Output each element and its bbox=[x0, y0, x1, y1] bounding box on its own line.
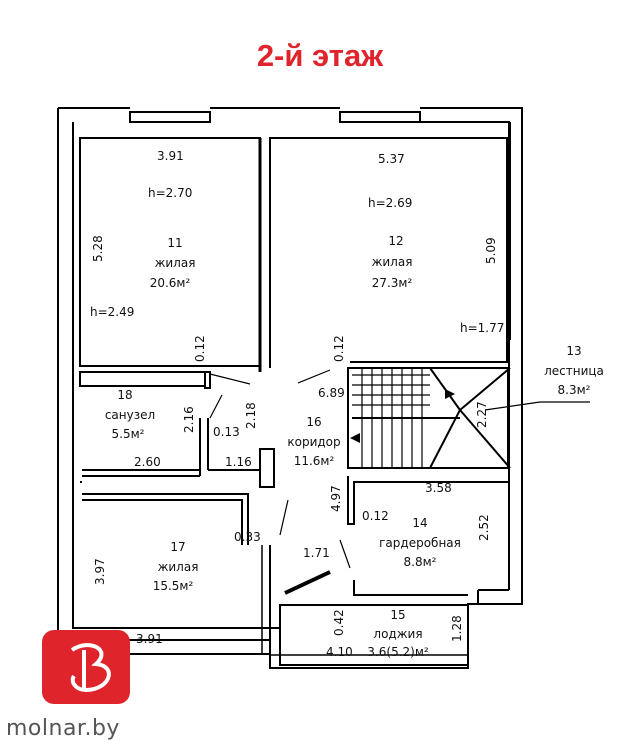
dim-r12-height: h=2.69 bbox=[368, 196, 412, 210]
room-13-type: лестница bbox=[544, 364, 604, 378]
room-15-type: лоджия bbox=[373, 627, 422, 641]
room-15-area: 3.6(5.2)м² bbox=[367, 645, 429, 659]
room-11-outline bbox=[79, 137, 261, 367]
dim-stair-width: 2.27 bbox=[475, 401, 489, 428]
dim-r11-side: 5.28 bbox=[91, 235, 105, 262]
stair-outline bbox=[347, 367, 509, 469]
dim-r18-width: 2.60 bbox=[134, 455, 161, 469]
dim-r15-width: 4.10 bbox=[326, 645, 353, 659]
dim-r14-width: 3.58 bbox=[425, 481, 452, 495]
room-11-type: жилая bbox=[155, 256, 196, 270]
room-18-type: санузел bbox=[105, 408, 155, 422]
dim-stair-length: 6.89 bbox=[318, 386, 345, 400]
dim-r11-height: h=2.70 bbox=[148, 186, 192, 200]
room-18-outline bbox=[79, 371, 211, 389]
dim-r12-width: 5.37 bbox=[378, 152, 405, 166]
room-16-area: 11.6м² bbox=[294, 454, 335, 468]
room-11-number: 11 bbox=[167, 236, 182, 250]
room-18-number: 18 bbox=[117, 388, 132, 402]
dim-r12-height-low: h=1.77 bbox=[460, 321, 504, 335]
room-14-number: 14 bbox=[412, 516, 427, 530]
brand-name: molnar.by bbox=[6, 716, 120, 741]
room-12-type: жилая bbox=[372, 255, 413, 269]
room-15-outline bbox=[279, 604, 469, 666]
stair-arrow-down bbox=[350, 433, 360, 443]
stair-treads bbox=[352, 368, 430, 468]
room-17-type: жилая bbox=[158, 560, 199, 574]
room-12-number: 12 bbox=[388, 234, 403, 248]
room-14-area: 8.8м² bbox=[404, 555, 437, 569]
dim-wall-r12: 0.12 bbox=[332, 335, 346, 362]
dim-r18-side: 2.16 bbox=[182, 406, 196, 433]
room-17-number: 17 bbox=[170, 540, 185, 554]
dim-corridor-218: 2.18 bbox=[244, 402, 258, 429]
window-r11 bbox=[129, 111, 211, 123]
dim-r11-height-low: h=2.49 bbox=[90, 305, 134, 319]
room-12-area: 27.3м² bbox=[372, 276, 413, 290]
dim-r17-width: 3.91 bbox=[136, 632, 163, 646]
molnar-logo bbox=[42, 630, 130, 704]
dim-wall-013: 0.13 bbox=[213, 425, 240, 439]
dim-corridor-171: 1.71 bbox=[303, 546, 330, 560]
room-11-area: 20.6м² bbox=[150, 276, 191, 290]
plan-title: 2-й этаж bbox=[256, 38, 384, 73]
room-13-number: 13 bbox=[566, 344, 581, 358]
room-16-type: коридор bbox=[287, 435, 340, 449]
dim-r17-wall: 0.33 bbox=[234, 530, 261, 544]
dim-r11-width: 3.91 bbox=[157, 149, 184, 163]
room-17-area: 15.5м² bbox=[153, 579, 194, 593]
room-14-type: гардеробная bbox=[379, 536, 461, 550]
outer-wall-inner bbox=[72, 122, 280, 629]
dim-r15-wall: 0.42 bbox=[332, 609, 346, 636]
window-r12 bbox=[339, 111, 421, 123]
dim-corridor-497: 4.97 bbox=[329, 485, 343, 512]
loggia-window bbox=[269, 654, 469, 669]
room-18-area: 5.5м² bbox=[112, 427, 145, 441]
dim-r12-side: 5.09 bbox=[484, 237, 498, 264]
dim-wall-r11: 0.12 bbox=[193, 335, 207, 362]
stair-arrow-up bbox=[445, 389, 455, 399]
dim-r15-side: 1.28 bbox=[450, 615, 464, 642]
room-12-outline bbox=[269, 137, 508, 368]
dim-r14-wall: 0.12 bbox=[362, 509, 389, 523]
dim-r14-side: 2.52 bbox=[477, 514, 491, 541]
dim-r17-side: 3.97 bbox=[93, 558, 107, 585]
room-13-area: 8.3м² bbox=[558, 383, 591, 397]
dim-corridor-116: 1.16 bbox=[225, 455, 252, 469]
room-15-number: 15 bbox=[390, 608, 405, 622]
room-16-number: 16 bbox=[306, 415, 321, 429]
